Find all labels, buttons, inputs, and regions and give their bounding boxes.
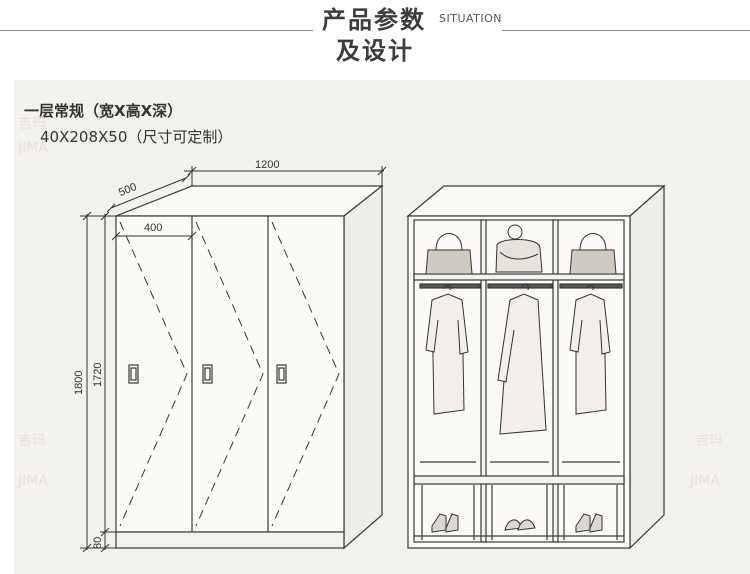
cabinet-side-face (343, 184, 383, 550)
jacket-icon (425, 284, 469, 415)
width-label: 1200 (255, 159, 279, 171)
door-handle-inner (130, 367, 137, 381)
door-width-label: 400 (144, 222, 162, 234)
door-handle (202, 364, 213, 384)
cabinet-side-face (629, 184, 665, 550)
spec-size: 40X208X50（尺寸可定制） (40, 128, 233, 146)
door-swing-lines (119, 221, 340, 527)
cabinet-front (115, 215, 345, 533)
jacket-icon (569, 284, 611, 415)
depth-dim-line (110, 177, 187, 209)
watermark-en: JIMA (17, 473, 48, 489)
watermark-en: JIMA (17, 140, 48, 156)
cabinet-top-face (406, 185, 666, 217)
header-title-line2: 及设计 (336, 37, 414, 65)
watermark-en: JIMA (689, 473, 720, 489)
shoes-icon (431, 513, 459, 533)
watermark-cn: 吉玛 (18, 433, 46, 449)
top-shelf (413, 273, 625, 281)
hanging-rail (559, 283, 623, 289)
watermark-cn: 吉玛 (18, 116, 46, 132)
door-handle-inner (204, 367, 211, 381)
compartment-divider (480, 219, 487, 543)
depth-label: 500 (117, 181, 139, 199)
section-header: 产品参数 SITUATION 及设计 (0, 0, 750, 78)
body-height-label: 1720 (92, 363, 104, 387)
spec-title: 一层常规（宽X高X深） (24, 102, 183, 120)
shoe-shelf (413, 475, 625, 485)
hanging-rail (487, 283, 553, 289)
shoes-icon (575, 513, 603, 533)
base-height-label: 80 (92, 537, 104, 549)
compartment-divider (552, 219, 559, 543)
header-right-rule (502, 30, 750, 31)
door-handle-inner (278, 367, 285, 381)
cabinet-inner-frame (413, 219, 625, 543)
door-handle (276, 364, 287, 384)
shoes-icon (504, 519, 536, 531)
total-height-label: 1800 (73, 371, 85, 395)
header-left-rule (0, 30, 313, 31)
coat-icon (497, 283, 547, 435)
header-subtitle: SITUATION (439, 12, 503, 25)
closed-wardrobe (115, 184, 384, 550)
dimension-lines (80, 166, 387, 553)
handbag-icon (495, 224, 543, 273)
watermark-cn: 吉玛 (695, 433, 723, 449)
header-title-line1: 产品参数 (322, 6, 426, 34)
handbag-icon (425, 233, 473, 275)
door-handle (128, 364, 139, 384)
cabinet-base (115, 531, 345, 549)
handbag-icon (569, 233, 617, 275)
